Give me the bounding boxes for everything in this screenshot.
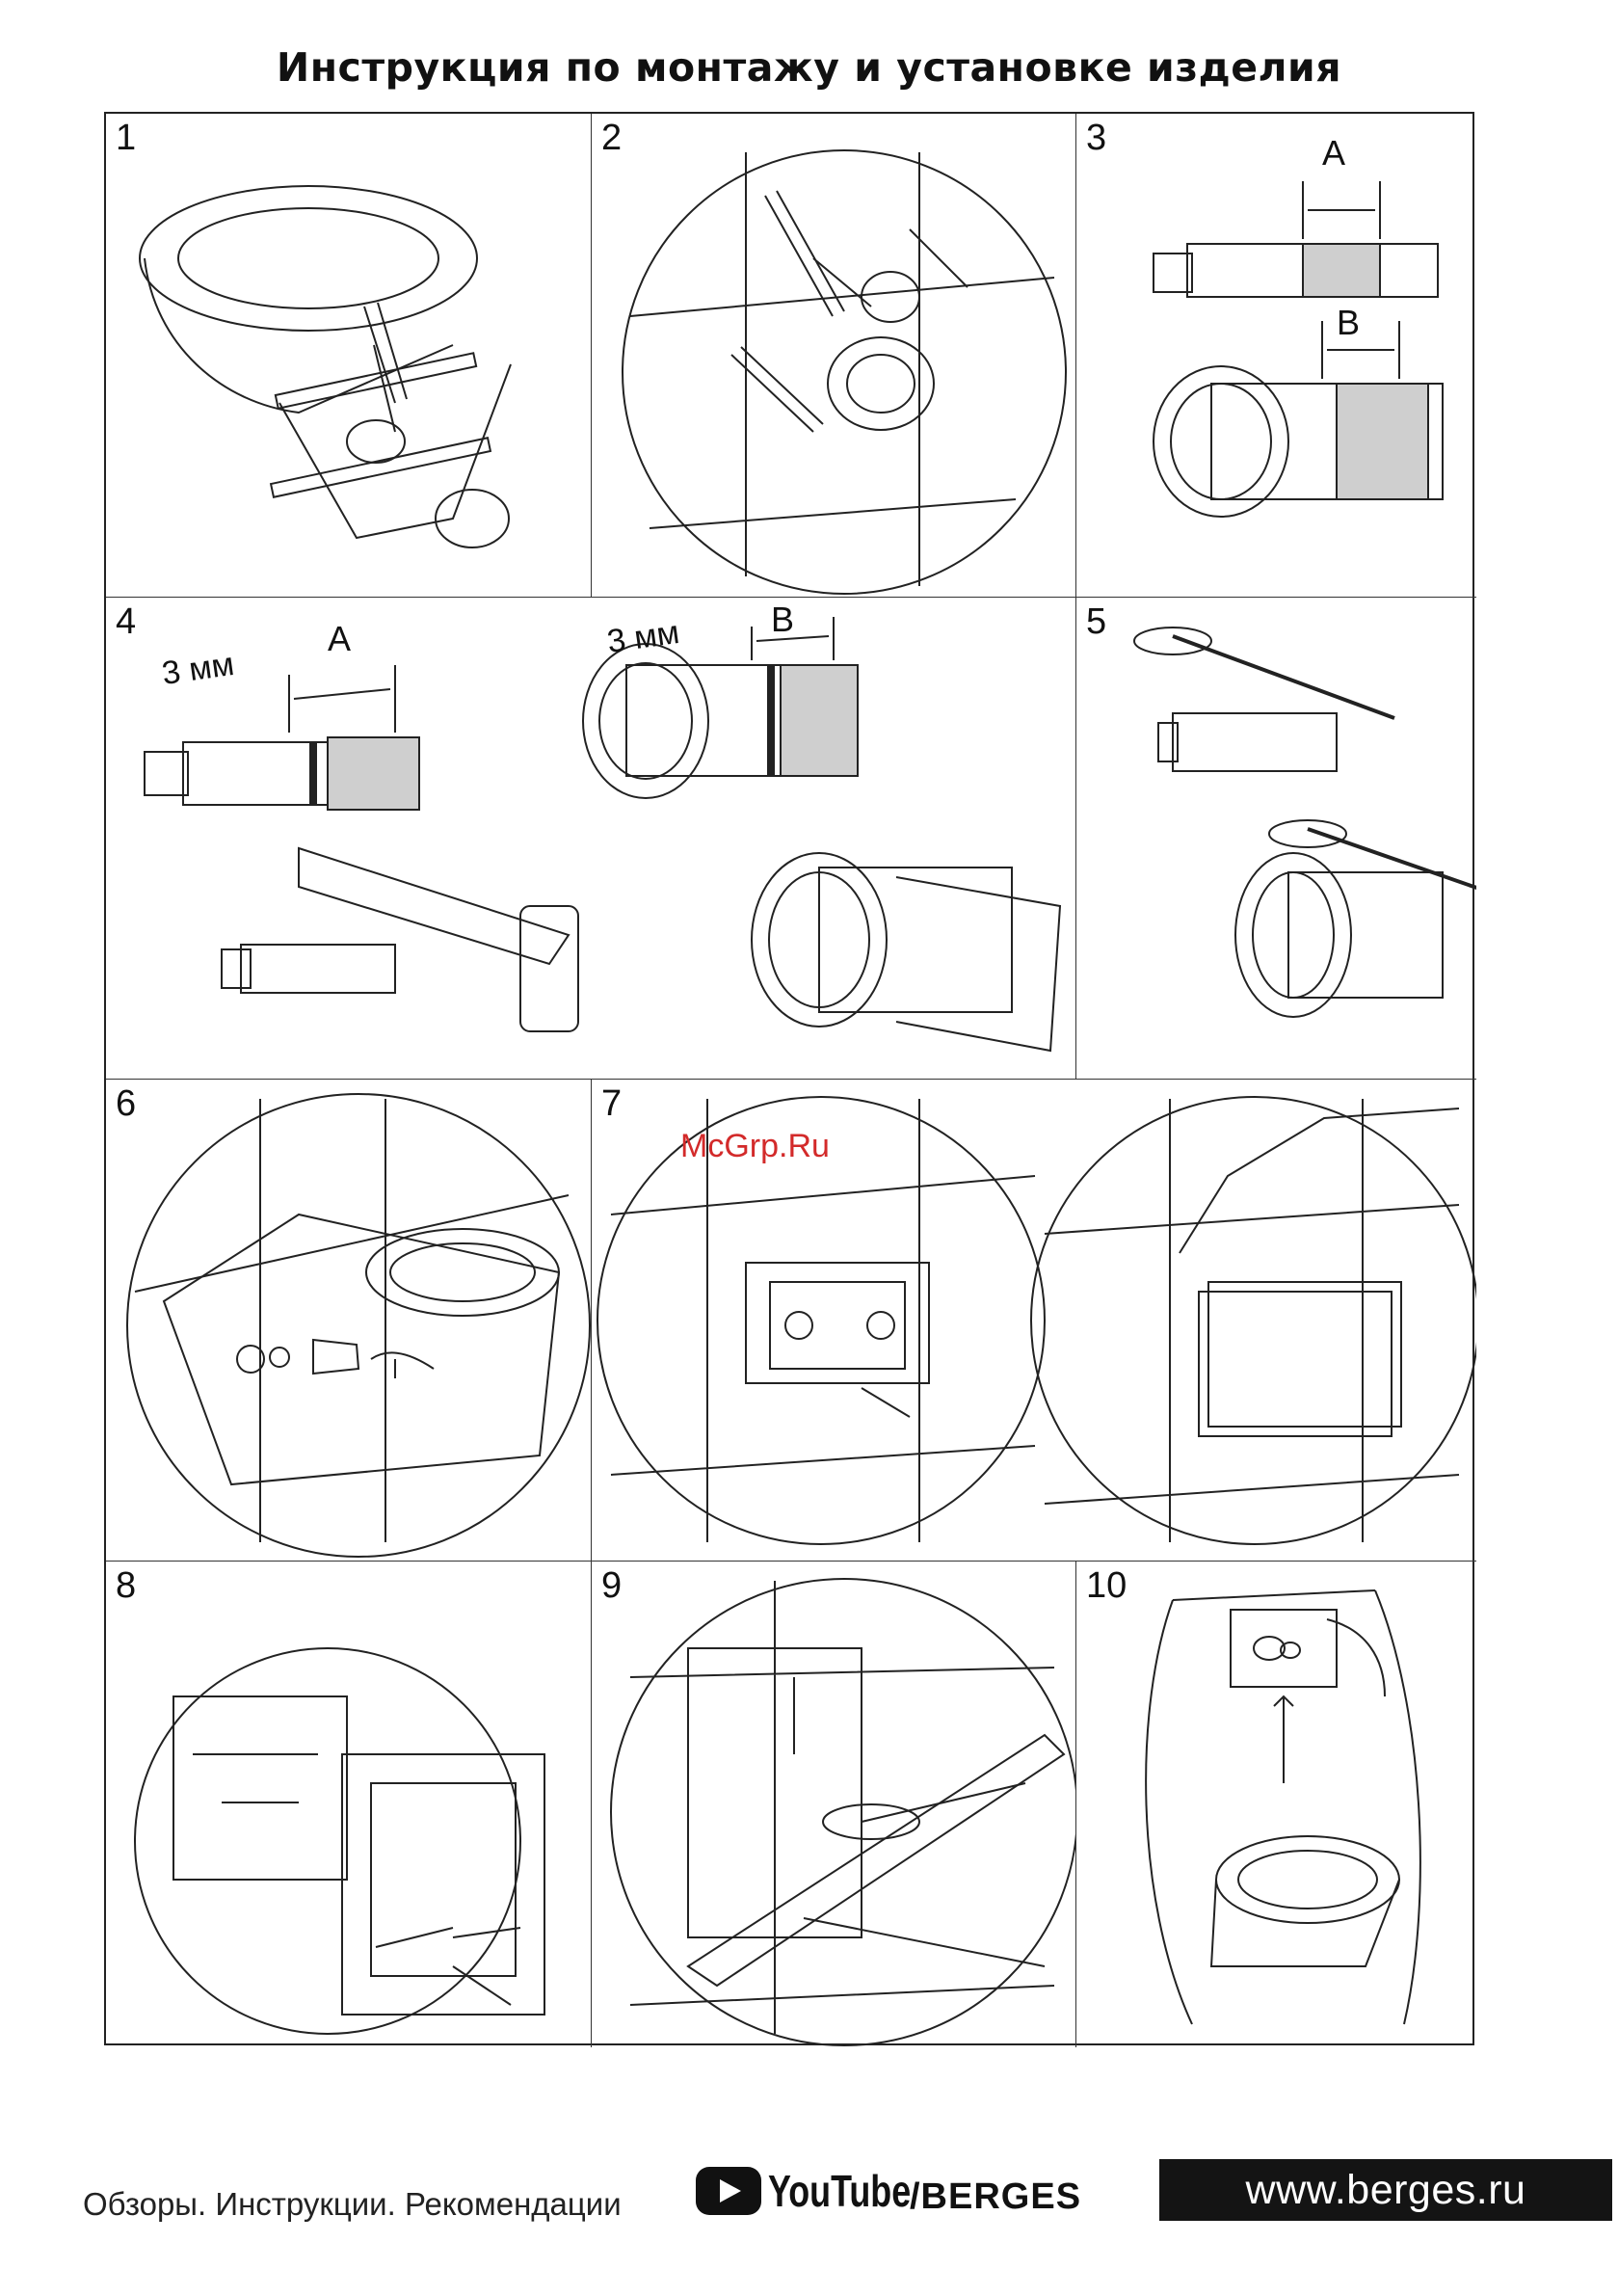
page-title: Инструкция по монтажу и установке издели…: [0, 44, 1618, 91]
dimension-label-a: A: [328, 619, 351, 659]
step-panel-2: 2: [592, 114, 1076, 598]
watermark: McGrp.Ru: [680, 1128, 830, 1165]
step-panel-1: 1: [106, 114, 592, 598]
step-panel-7: 7 McGrp.Ru: [592, 1080, 1476, 1562]
youtube-play-icon[interactable]: [696, 2167, 761, 2215]
dimension-label-b: B: [771, 600, 794, 640]
dimension-label-a: A: [1322, 133, 1345, 174]
flush-button-illustration: [1076, 1562, 1476, 2047]
toilet-mounting-illustration: [106, 1080, 592, 1562]
fixing-plate-illustration: [106, 1562, 592, 2047]
step-panel-6: 6: [106, 1080, 592, 1562]
step-panel-9: 9: [592, 1562, 1076, 2047]
dimension-label-b: B: [1337, 303, 1360, 343]
pipe-cut-illustration: [106, 598, 1076, 1080]
footer-tagline: Обзоры. Инструкции. Рекомендации: [83, 2186, 622, 2223]
instruction-grid: 1 2 3: [104, 112, 1474, 2045]
cover-plate-illustration: [592, 1562, 1076, 2047]
step-panel-8: 8: [106, 1562, 592, 2047]
toilet-frame-illustration: [106, 114, 592, 598]
step-panel-3: 3 A B: [1076, 114, 1476, 598]
pipe-measure-illustration: [1076, 114, 1476, 598]
youtube-wordmark[interactable]: YouTube: [768, 2165, 911, 2217]
pipe-deburr-illustration: [1076, 598, 1476, 1080]
step-panel-5: 5: [1076, 598, 1476, 1080]
youtube-channel-name[interactable]: /BERGES: [910, 2176, 1081, 2218]
step-panel-4: 4 3 мм A 3 мм B: [106, 598, 1076, 1080]
website-link[interactable]: www.berges.ru: [1159, 2159, 1612, 2221]
step-panel-10: 10: [1076, 1562, 1476, 2047]
pipe-wall-illustration: [592, 114, 1076, 598]
